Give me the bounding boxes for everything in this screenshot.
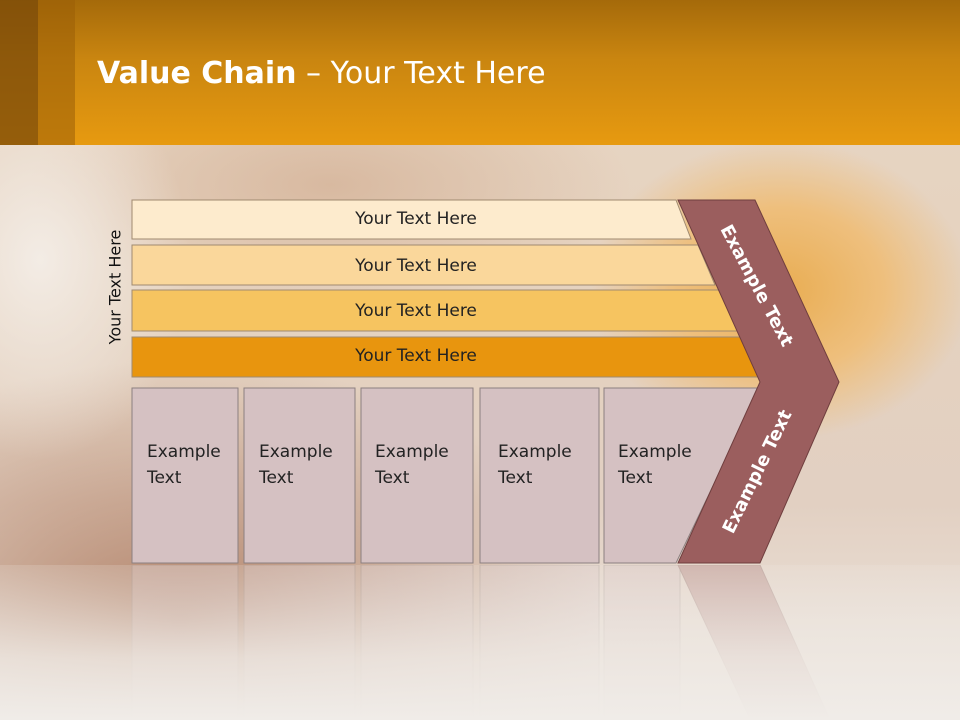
bar-1	[131, 199, 692, 240]
box-4-label: Example Text	[498, 442, 572, 488]
box-4	[479, 387, 600, 564]
header-band: Value Chain – Your Text Here	[0, 0, 960, 145]
bar-2-label: Your Text Here	[355, 256, 477, 276]
box-1	[131, 387, 239, 564]
title-rest: – Your Text Here	[296, 56, 546, 91]
box-3-label: Example Text	[375, 442, 449, 488]
reflection-fade	[0, 565, 960, 720]
box-3	[360, 387, 474, 564]
slide-title: Value Chain – Your Text Here	[97, 52, 546, 96]
header-accent-dark	[0, 0, 38, 145]
box-2-label: Example Text	[259, 442, 333, 488]
box-1-label: Example Text	[147, 442, 221, 488]
header-accent-light	[38, 0, 75, 145]
chevron-shape	[677, 199, 840, 564]
title-bold: Value Chain	[97, 56, 297, 91]
bar-2	[131, 244, 716, 286]
bar-1-label: Your Text Here	[355, 209, 477, 229]
bar-4-label: Your Text Here	[355, 346, 477, 366]
box-5-label: Example Text	[618, 442, 692, 488]
bar-3-label: Your Text Here	[355, 301, 477, 321]
box-5	[603, 387, 761, 564]
box-2	[243, 387, 356, 564]
